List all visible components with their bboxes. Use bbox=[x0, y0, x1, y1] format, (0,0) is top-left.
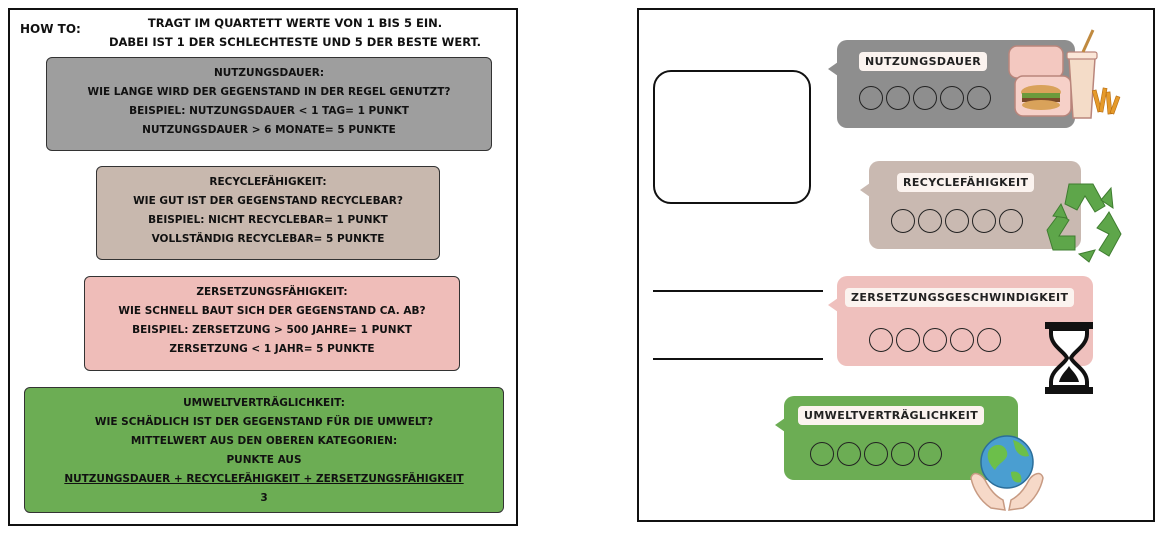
rating-circle-4[interactable] bbox=[950, 328, 974, 352]
name-line-1[interactable] bbox=[653, 290, 823, 292]
recyclefaehigkeit-title: RECYCLEFÄHIGKEIT: bbox=[209, 176, 327, 188]
intro-line-2: DABEI IST 1 DER SCHLECHTESTE UND 5 DER B… bbox=[108, 35, 482, 49]
zersetzungsfaehigkeit-question: WIE SCHNELL BAUT SICH DER GEGENSTAND CA.… bbox=[118, 305, 426, 317]
umweltvertraeglichkeit-title: UMWELTVERTRÄGLICHKEIT: bbox=[183, 397, 345, 409]
umweltvertraeglichkeit-line-3: MITTELWERT AUS DEN OBEREN KATEGORIEN: bbox=[130, 435, 398, 447]
instructions-panel: HOW TO: TRAGT IM QUARTETT WERTE VON 1 BI… bbox=[8, 8, 518, 526]
rating-circle-3[interactable] bbox=[864, 442, 888, 466]
rating-circle-4[interactable] bbox=[940, 86, 964, 110]
rating-circle-5[interactable] bbox=[967, 86, 991, 110]
rating-circle-1[interactable] bbox=[891, 209, 915, 233]
umweltvertraeglichkeit-box: UMWELTVERTRÄGLICHKEIT: WIE SCHÄDLICH IST… bbox=[24, 387, 504, 513]
zersetzungsfaehigkeit-title: ZERSETZUNGSFÄHIGKEIT: bbox=[196, 286, 348, 298]
rating-circle-1[interactable] bbox=[810, 442, 834, 466]
recyclefaehigkeit-example: BEISPIEL: NICHT RECYCLEBAR= 1 PUNKT bbox=[148, 214, 388, 226]
rating-circle-1[interactable] bbox=[869, 328, 893, 352]
rating-circle-3[interactable] bbox=[913, 86, 937, 110]
nutzungsdauer-example-2: NUTZUNGSDAUER > 6 MONATE= 5 PUNKTE bbox=[142, 124, 396, 136]
rating-circle-5[interactable] bbox=[918, 442, 942, 466]
nutzungsdauer-question: WIE LANGE WIRD DER GEGENSTAND IN DER REG… bbox=[87, 86, 451, 98]
category-label: RECYCLEFÄHIGKEIT bbox=[897, 173, 1035, 192]
nutzungsdauer-title: NUTZUNGSDAUER: bbox=[213, 67, 325, 79]
rating-circle-1[interactable] bbox=[859, 86, 883, 110]
category-label: NUTZUNGSDAUER bbox=[859, 52, 988, 71]
category-label: UMWELTVERTRÄGLICHKEIT bbox=[798, 406, 985, 425]
rating-circle-2[interactable] bbox=[918, 209, 942, 233]
name-line-2[interactable] bbox=[653, 358, 823, 360]
fast-food-icon bbox=[1008, 29, 1121, 119]
rating-circle-5[interactable] bbox=[977, 328, 1001, 352]
intro-text: TRAGT IM QUARTETT WERTE VON 1 BIS 5 EIN.… bbox=[90, 14, 500, 52]
rating-card-recyclefaehigkeit: RECYCLEFÄHIGKEIT bbox=[860, 161, 1081, 249]
quartet-card-template: NUTZUNGSDAUER RECYCLEFÄHIGKEIT bbox=[637, 8, 1155, 522]
rating-circles bbox=[869, 328, 1001, 352]
zersetzungsfaehigkeit-example-2: ZERSETZUNG < 1 JAHR= 5 PUNKTE bbox=[169, 343, 375, 355]
rating-card-zersetzungsgeschwindigkeit: ZERSETZUNGSGESCHWINDIGKEIT bbox=[828, 276, 1093, 366]
image-placeholder-frame[interactable] bbox=[653, 70, 811, 204]
rating-circles bbox=[810, 442, 942, 466]
formula-numerator: NUTZUNGSDAUER + RECYCLEFÄHIGKEIT + ZERSE… bbox=[64, 473, 464, 485]
recycle-icon bbox=[1046, 183, 1122, 263]
hourglass-icon bbox=[1045, 322, 1093, 394]
howto-label: HOW TO: bbox=[20, 22, 81, 36]
nutzungsdauer-example: BEISPIEL: NUTZUNGSDAUER < 1 TAG= 1 PUNKT bbox=[129, 105, 409, 117]
nutzungsdauer-box: NUTZUNGSDAUER: WIE LANGE WIRD DER GEGENS… bbox=[46, 57, 492, 151]
globe-hands-icon bbox=[970, 435, 1044, 511]
umweltvertraeglichkeit-question: WIE SCHÄDLICH IST DER GEGENSTAND FÜR DIE… bbox=[94, 416, 434, 428]
rating-circle-2[interactable] bbox=[837, 442, 861, 466]
rating-circles bbox=[891, 209, 1023, 233]
recyclefaehigkeit-box: RECYCLEFÄHIGKEIT: WIE GUT IST DER GEGENS… bbox=[96, 166, 440, 260]
zersetzungsfaehigkeit-box: ZERSETZUNGSFÄHIGKEIT: WIE SCHNELL BAUT S… bbox=[84, 276, 460, 371]
category-label: ZERSETZUNGSGESCHWINDIGKEIT bbox=[845, 288, 1075, 307]
zersetzungsfaehigkeit-example: BEISPIEL: ZERSETZUNG > 500 JAHRE= 1 PUNK… bbox=[132, 324, 412, 336]
formula-divisor: 3 bbox=[260, 492, 268, 504]
recyclefaehigkeit-question: WIE GUT IST DER GEGENSTAND RECYCLEBAR? bbox=[133, 195, 403, 207]
rating-circle-2[interactable] bbox=[886, 86, 910, 110]
umweltvertraeglichkeit-line-4: PUNKTE AUS bbox=[226, 454, 302, 466]
rating-circle-2[interactable] bbox=[896, 328, 920, 352]
rating-circle-3[interactable] bbox=[945, 209, 969, 233]
recyclefaehigkeit-example-2: VOLLSTÄNDIG RECYCLEBAR= 5 PUNKTE bbox=[151, 233, 385, 245]
rating-circle-5[interactable] bbox=[999, 209, 1023, 233]
rating-circles bbox=[859, 86, 991, 110]
intro-line-1: TRAGT IM QUARTETT WERTE VON 1 BIS 5 EIN. bbox=[147, 16, 443, 30]
rating-circle-3[interactable] bbox=[923, 328, 947, 352]
rating-circle-4[interactable] bbox=[972, 209, 996, 233]
rating-card-umweltvertraeglichkeit: UMWELTVERTRÄGLICHKEIT bbox=[775, 396, 1018, 480]
rating-circle-4[interactable] bbox=[891, 442, 915, 466]
